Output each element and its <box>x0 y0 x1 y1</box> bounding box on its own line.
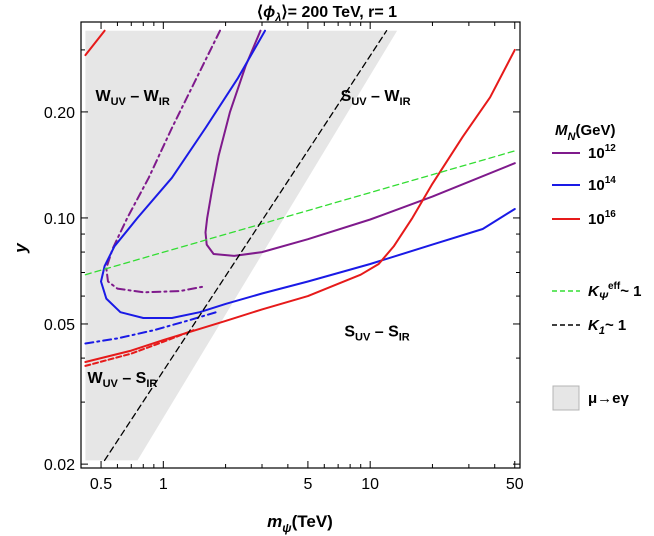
region-labels: WUV – WIR SUV – WIR WUV – SIR SUV – SIR <box>87 88 410 390</box>
legend-label-2: 1016 <box>588 209 616 228</box>
x-axis-label: mψ(TeV) <box>267 512 333 535</box>
chart-title: ⟨ϕλ⟩= 200 TeV, r= 1 <box>257 4 397 24</box>
mu-to-e-gamma-excluded-region <box>85 30 398 461</box>
series-line-Ψ-dashed-7 <box>84 150 516 276</box>
series-line-12-solid-0 <box>204 29 516 257</box>
x-tick-label: 0.5 <box>90 476 112 493</box>
x-tick-label: 10 <box>361 476 379 493</box>
y-tick-label: 0.10 <box>44 211 75 228</box>
series-line-1-dashed-8 <box>103 30 388 462</box>
legend-label-mu-e-gamma: μ→eγ <box>588 390 630 407</box>
region-label-3: SUV – SIR <box>344 324 409 344</box>
y-tick-label: 0.20 <box>44 105 75 122</box>
region-label-2: WUV – SIR <box>87 370 157 390</box>
x-tick-label: 5 <box>303 476 312 493</box>
y-tick-label: 0.05 <box>44 317 75 334</box>
legend-label-0: 1012 <box>588 143 616 162</box>
shaded-region-layer <box>85 30 398 461</box>
legend-label-4: K1~ 1 <box>588 317 626 337</box>
plot-frame <box>80 21 521 469</box>
region-label-1: SUV – WIR <box>341 88 411 108</box>
series-line-16-dashed_segment-5 <box>84 329 195 367</box>
legend-label-1: 1014 <box>588 175 616 194</box>
series-layer <box>84 29 516 462</box>
series-line-14-solid-2 <box>100 29 516 319</box>
legend-swatch-mu-e-gamma <box>552 385 580 411</box>
y-tick-label: 0.02 <box>44 457 75 474</box>
series-line-16-solid_corner-6 <box>84 29 106 57</box>
y-axis-label: y <box>11 242 30 254</box>
x-tick-label: 1 <box>159 476 168 493</box>
legend-label-3: KΨeff~ 1 <box>588 281 641 303</box>
region-label-0: WUV – WIR <box>95 88 169 108</box>
series-line-14-dashdot-3 <box>84 311 218 345</box>
axis-ticks: 0.5 1 5 10 50 0.02 0.05 0.10 0.20 <box>44 22 524 493</box>
legend-title: MN(GeV) <box>555 122 615 143</box>
x-tick-label: 50 <box>506 476 524 493</box>
